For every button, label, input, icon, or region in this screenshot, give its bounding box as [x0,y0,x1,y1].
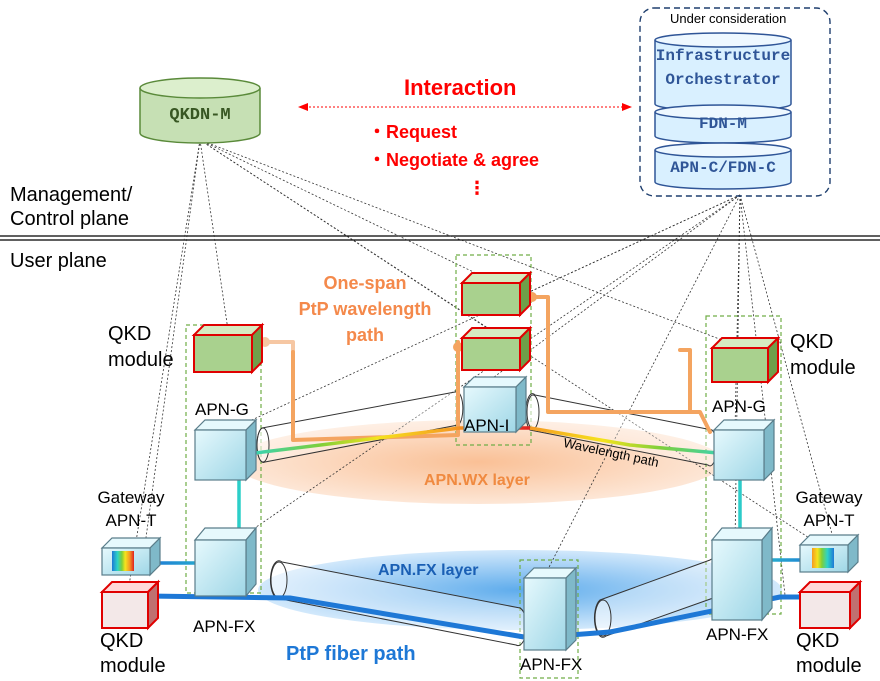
apn-nodes [100,375,860,652]
ptp-fiber-path-label: PtP fiber path [286,643,416,665]
interaction-item-negotiate: ・Negotiate & agree [368,150,540,170]
apn-fx-right-label: APN-FX [706,625,769,644]
qkd-modules [99,270,863,631]
interaction-title: Interaction [404,75,517,100]
qkd-module-top-right-2: module [790,357,856,379]
apn-c-fdn-c-database [654,142,792,190]
infra-orch-line-1: Infrastructure [655,47,791,65]
fiber-tubes [256,391,723,647]
one-span-wavelength-path [260,292,712,442]
interaction-item-more: ⋮ [468,178,486,198]
qkdn-m-database [139,77,261,144]
apn-i-label: APN-I [464,416,510,435]
apn-g-right-label: APN-G [712,397,766,416]
qkd-module-bottom-left-1: QKD [100,630,144,652]
qkd-module-top-left-1: QKD [108,323,152,345]
apn-fx-layer-label: APN.FX layer [378,562,479,579]
apn-wx-layer-label: APN.WX layer [424,472,530,489]
qkdn-m-label: QKDN-M [169,106,231,125]
qkd-module-top-right-1: QKD [790,331,834,353]
qkd-module-top-left-2: module [108,349,174,371]
fdn-m-database [654,104,792,144]
interaction-arrow [298,103,632,111]
qkd-module-bottom-left-2: module [100,655,166,677]
gateway-apn-t-left-2: APN-T [105,511,157,530]
management-plane-label-1: Management/ [10,184,133,206]
one-span-label-1: One-span [323,273,407,293]
under-consideration-box [639,7,831,197]
apn-fx-left-label: APN-FX [193,617,256,636]
one-span-label-3: path [346,325,384,345]
qkd-module-bottom-right-1: QKD [796,630,840,652]
apn-fx-bottom-label: APN-FX [520,655,583,674]
fdn-m-label: FDN-M [698,115,747,133]
gateway-apn-t-left-1: Gateway [97,488,165,507]
interaction-item-request: ・Request [368,122,458,142]
user-plane-label: User plane [10,250,107,272]
qkd-module-bottom-right-2: module [796,655,862,677]
infra-orchestrator-database [654,32,792,112]
infra-orch-line-2: Orchestrator [665,71,781,89]
under-consideration-label: Under consideration [670,11,787,26]
management-plane-label-2: Control plane [10,208,129,230]
gateway-apn-t-right-1: Gateway [795,488,863,507]
gateway-apn-t-right-2: APN-T [803,511,855,530]
apn-c-fdn-c-label: APN-C/FDN-C [670,159,776,177]
one-span-label-2: PtP wavelength [298,299,432,319]
apn-g-left-label: APN-G [195,400,249,419]
